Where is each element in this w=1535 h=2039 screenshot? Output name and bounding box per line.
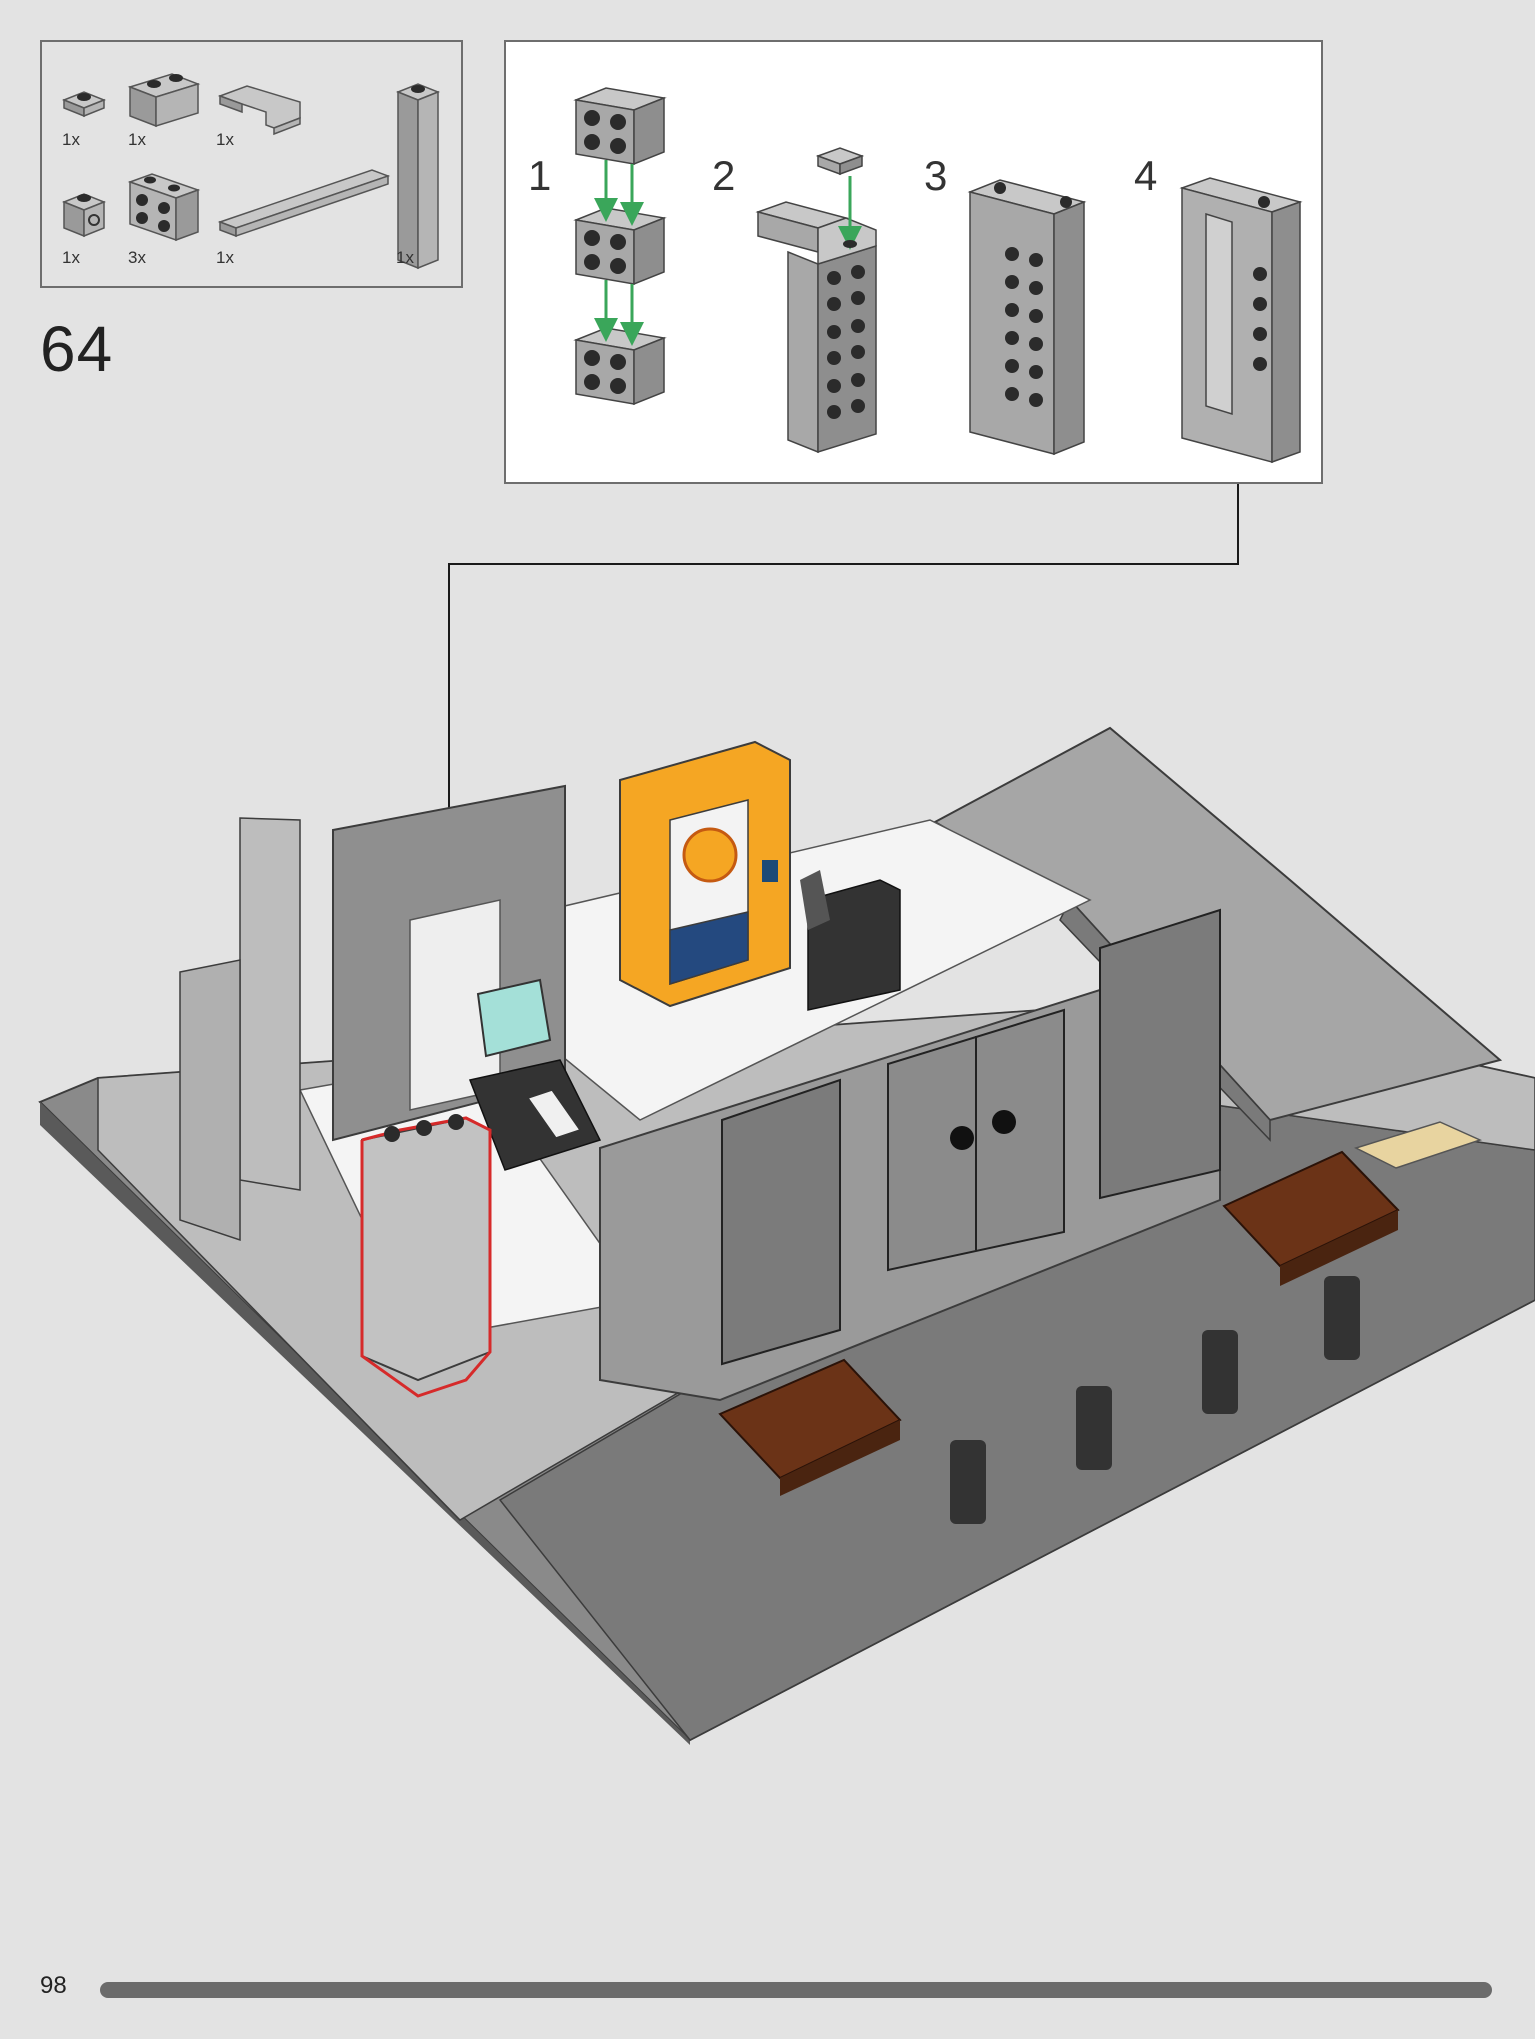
chair (800, 870, 901, 1011)
substep-2-label: 2 (712, 152, 736, 199)
part-qty-7: 1x (396, 248, 414, 267)
part-qty-5: 3x (128, 248, 146, 267)
substep-1-label: 1 (528, 152, 552, 199)
substep-2-column (755, 147, 877, 454)
part-qty-2: 1x (128, 130, 146, 149)
part-plate-icon (61, 91, 107, 118)
part-brick-icon (127, 73, 201, 128)
subassembly-illustrations (573, 87, 1303, 464)
part-pillar-icon (395, 83, 441, 270)
progress-bar (100, 1982, 1535, 1998)
parts-illustrations (61, 73, 441, 270)
part-2x2-brick-icon (127, 173, 201, 242)
highlighted-pillar (360, 1114, 492, 1398)
substep-3-label: 3 (924, 152, 948, 199)
substep-4-column (1179, 177, 1303, 464)
part-qty-6: 1x (216, 248, 234, 267)
subassembly-box: 1 2 3 4 (504, 40, 1323, 484)
part-qty-1: 1x (62, 130, 80, 149)
part-qty-4: 1x (62, 248, 80, 267)
part-side-stud-icon (61, 193, 107, 238)
tan-plates (1353, 1121, 1483, 1169)
bench-right (1222, 1150, 1400, 1286)
part-qty-3: 1x (216, 130, 234, 149)
substep-3-column (967, 179, 1087, 456)
page-number: 98 (40, 1972, 67, 1999)
substep-1-bricks (573, 87, 667, 406)
part-corner-plate-icon (217, 85, 301, 136)
left-wall (179, 784, 566, 1242)
parts-list-box: 1x 1x 1x 1x 3x 1x 1x (40, 40, 463, 288)
part-long-tile-icon (217, 169, 391, 238)
front-facade (599, 908, 1221, 1402)
progress-fill (100, 1982, 1492, 1998)
bench-front (718, 1358, 902, 1496)
substep-4-label: 4 (1134, 152, 1158, 199)
bollards (950, 1276, 1360, 1524)
step-number: 64 (40, 313, 114, 385)
computer-desk (468, 978, 602, 1171)
vending-machine (619, 740, 791, 1008)
